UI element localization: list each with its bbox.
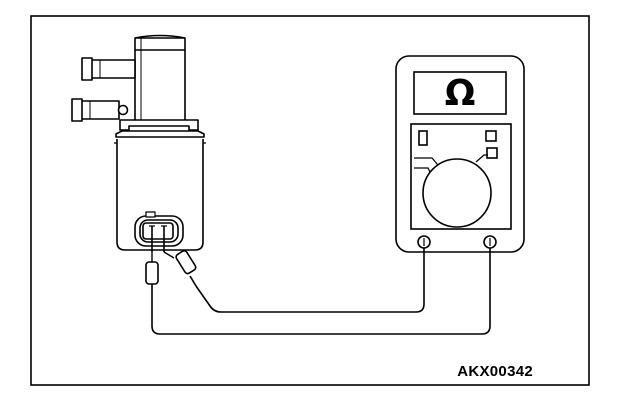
solenoid-valve <box>71 34 206 292</box>
selector-dial <box>422 158 492 228</box>
lead-left-probe-to-right-jack <box>151 248 491 335</box>
upper-hose-nipple <box>81 57 136 81</box>
valve-connector <box>134 211 184 252</box>
panel-indicator-square <box>418 130 428 146</box>
meter-jack-right <box>483 235 497 249</box>
test-leads <box>151 248 491 335</box>
left-test-probe <box>145 252 159 292</box>
lower-hose-nipple <box>71 98 129 122</box>
meter-jack-left <box>417 235 431 249</box>
right-test-probe <box>163 249 197 287</box>
valve-top-cylinder <box>134 37 186 127</box>
valve-cap <box>115 130 205 138</box>
panel-square-button <box>485 130 497 142</box>
ohmmeter <box>395 55 525 253</box>
lead-right-probe-to-left-jack <box>195 248 425 313</box>
panel-square-button <box>486 147 498 159</box>
diagram-code: AKX00342 <box>457 363 533 380</box>
diagram-frame <box>30 15 590 386</box>
ohm-symbol: Ω <box>445 73 476 114</box>
ohmmeter-display <box>413 71 507 115</box>
